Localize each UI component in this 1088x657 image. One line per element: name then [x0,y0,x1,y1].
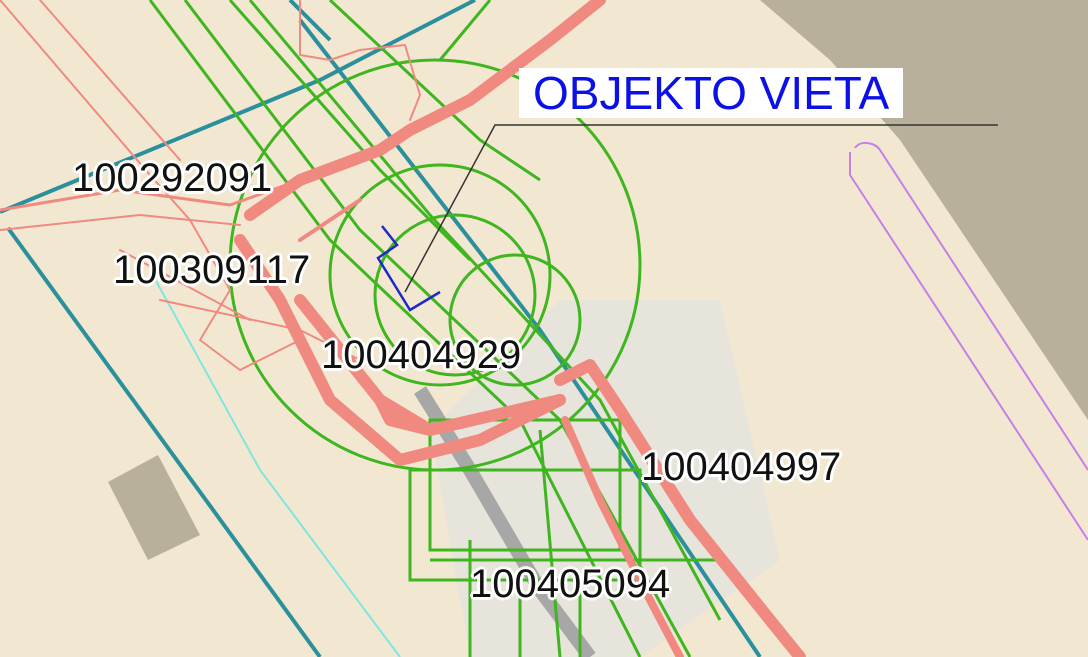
built-area-top-right [760,0,1088,420]
parcel-label[interactable]: 100404997 [641,445,842,489]
water-pipes [148,0,722,657]
callout-label: OBJEKTO VIETA [519,67,904,119]
parcel-label[interactable]: 100405094 [470,562,671,606]
callout-leader-line [404,124,998,293]
parcel-label[interactable]: 100309117 [113,248,311,292]
boundary-lines [0,0,762,657]
parcel-label[interactable]: 100292091 [72,156,273,200]
contour-line [849,142,1088,541]
parcel-label[interactable]: 100404929 [321,333,522,377]
callout-text: OBJEKTO VIETA [533,67,890,119]
object-location-marker [376,225,441,312]
built-area-small-block [108,455,200,560]
gas-pipes [0,0,806,657]
thin-line [149,269,401,657]
